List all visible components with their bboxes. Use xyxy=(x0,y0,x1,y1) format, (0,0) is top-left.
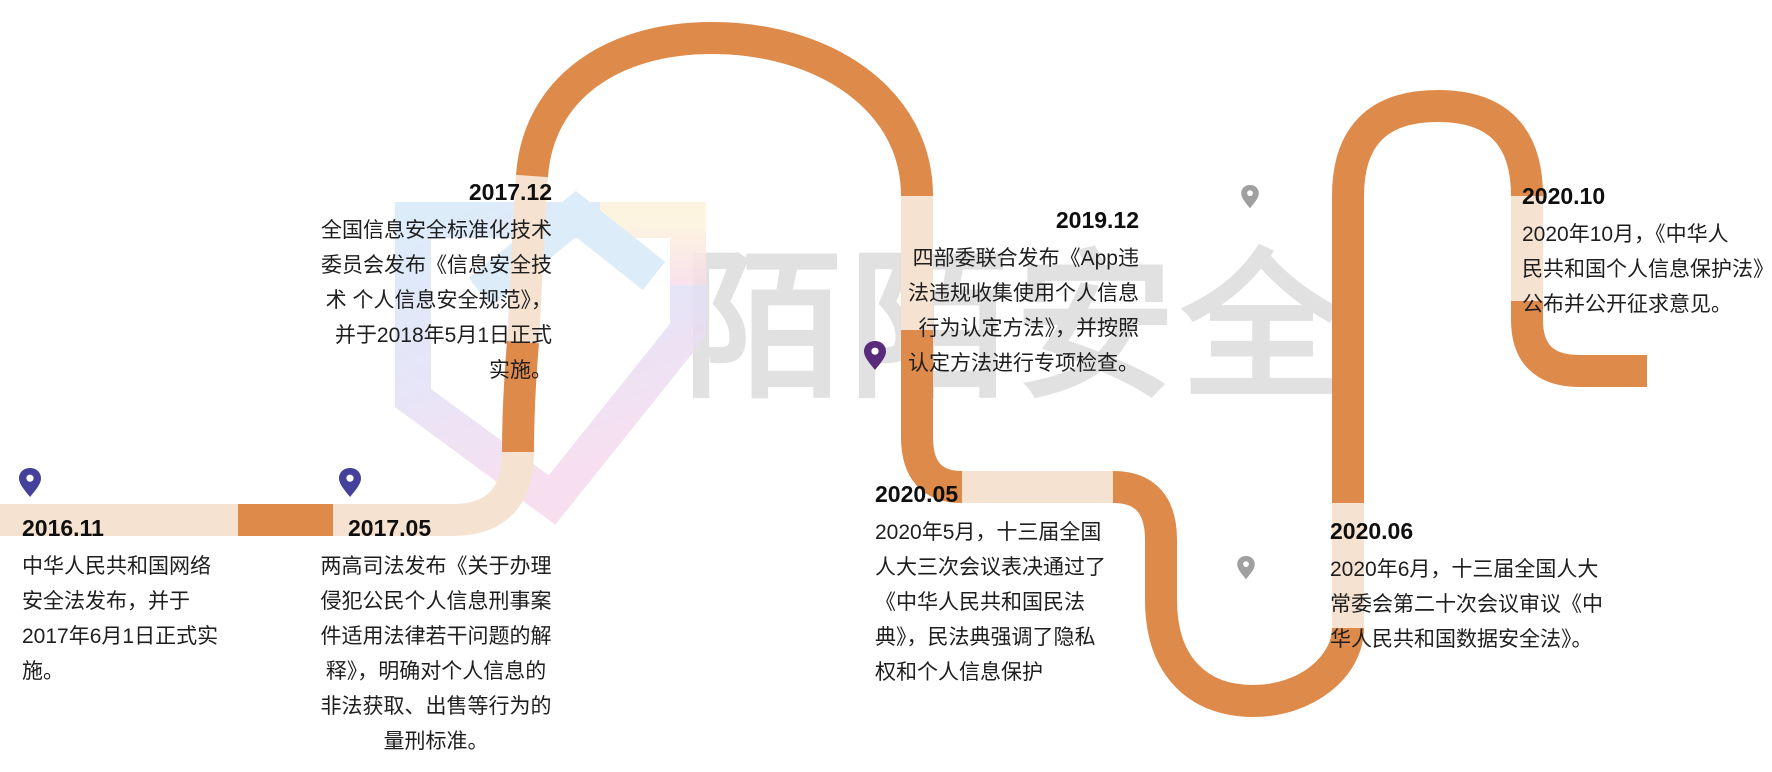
watermark-text: 陌陌安全 xyxy=(683,238,1348,417)
milestone-description: 中华人民共和国网络 安全法发布，并于 2017年6月1日正式实 施。 xyxy=(22,555,219,683)
milestone-description: 2020年6月，十三届全国人大 常委会第二十次会议审议《中 华人民共和国数据安全… xyxy=(1330,558,1603,651)
road-segment-pale-2 xyxy=(333,451,534,536)
milestone-2020-10: 2020.10 2020年10月，《中华人 民共和国个人信息保护法》 公布并公开… xyxy=(1522,180,1772,322)
milestone-date-label: 2020.10 xyxy=(1522,183,1606,209)
milestone-date-label: 2017.05 xyxy=(348,515,432,541)
milestone-2017-12: 2017.12 全国信息安全标准化技术 委员会发布《信息安全技 术 个人信息安全… xyxy=(282,176,552,388)
milestone-2020-05: 2020.05 2020年5月，十三届全国 人大三次会议表决通过了 《中华人民共… xyxy=(875,478,1135,690)
map-pin-icon-2020-06 xyxy=(1237,556,1255,580)
milestone-date-label: 2020.06 xyxy=(1330,518,1414,544)
map-pin-icon-2020-10 xyxy=(1241,185,1259,209)
milestone-2020-06: 2020.06 2020年6月，十三届全国人大 常委会第二十次会议审议《中 华人… xyxy=(1330,515,1710,657)
milestone-date-label: 2019.12 xyxy=(1055,207,1139,233)
road-segment-orange-6-arch xyxy=(1332,89,1543,503)
milestone-description: 2020年5月，十三届全国 人大三次会议表决通过了 《中华人民共和国民法 典》，… xyxy=(875,521,1106,684)
map-pin-icon-2019-12 xyxy=(864,341,886,370)
road-segment-orange-4 xyxy=(901,330,963,503)
road-segment-pale-3 xyxy=(507,174,548,343)
milestone-2016-11: 2016.11 中华人民共和国网络 安全法发布，并于 2017年6月1日正式实 … xyxy=(22,512,272,689)
milestone-date-label: 2017.12 xyxy=(468,179,552,205)
road-segment-orange-3-arch xyxy=(516,21,933,197)
milestone-description: 2020年10月，《中华人 民共和国个人信息保护法》 公布并公开征求意见。 xyxy=(1522,223,1772,316)
milestone-description: 全国信息安全标准化技术 委员会发布《信息安全技 术 个人信息安全规范》， 并于2… xyxy=(321,219,552,382)
milestone-2017-05: 2017.05 两高司法发布《关于办理 侵犯公民个人信息刑事案 件适用法律若干问… xyxy=(301,512,571,759)
milestone-date-label: 2016.11 xyxy=(22,515,104,541)
milestone-date-label: 2020.05 xyxy=(875,481,959,507)
milestone-description: 四部委联合发布《App违 法违规收集使用个人信息 行为认定方法》，并按照 认定方… xyxy=(908,247,1139,375)
map-pin-icon-2017-05 xyxy=(339,468,361,497)
road-segment-orange-5-u-bend xyxy=(1112,471,1364,718)
milestone-2019-12: 2019.12 四部委联合发布《App违 法违规收集使用个人信息 行为认定方法》… xyxy=(889,204,1139,381)
milestone-description: 两高司法发布《关于办理 侵犯公民个人信息刑事案 件适用法律若干问题的解 释》，明… xyxy=(320,555,552,753)
map-pin-icon-2016-11 xyxy=(19,468,41,497)
logo-shield-top-right xyxy=(600,202,706,285)
road-segment-orange-2 xyxy=(502,340,539,453)
road-segment-orange-7-end xyxy=(1511,301,1647,387)
